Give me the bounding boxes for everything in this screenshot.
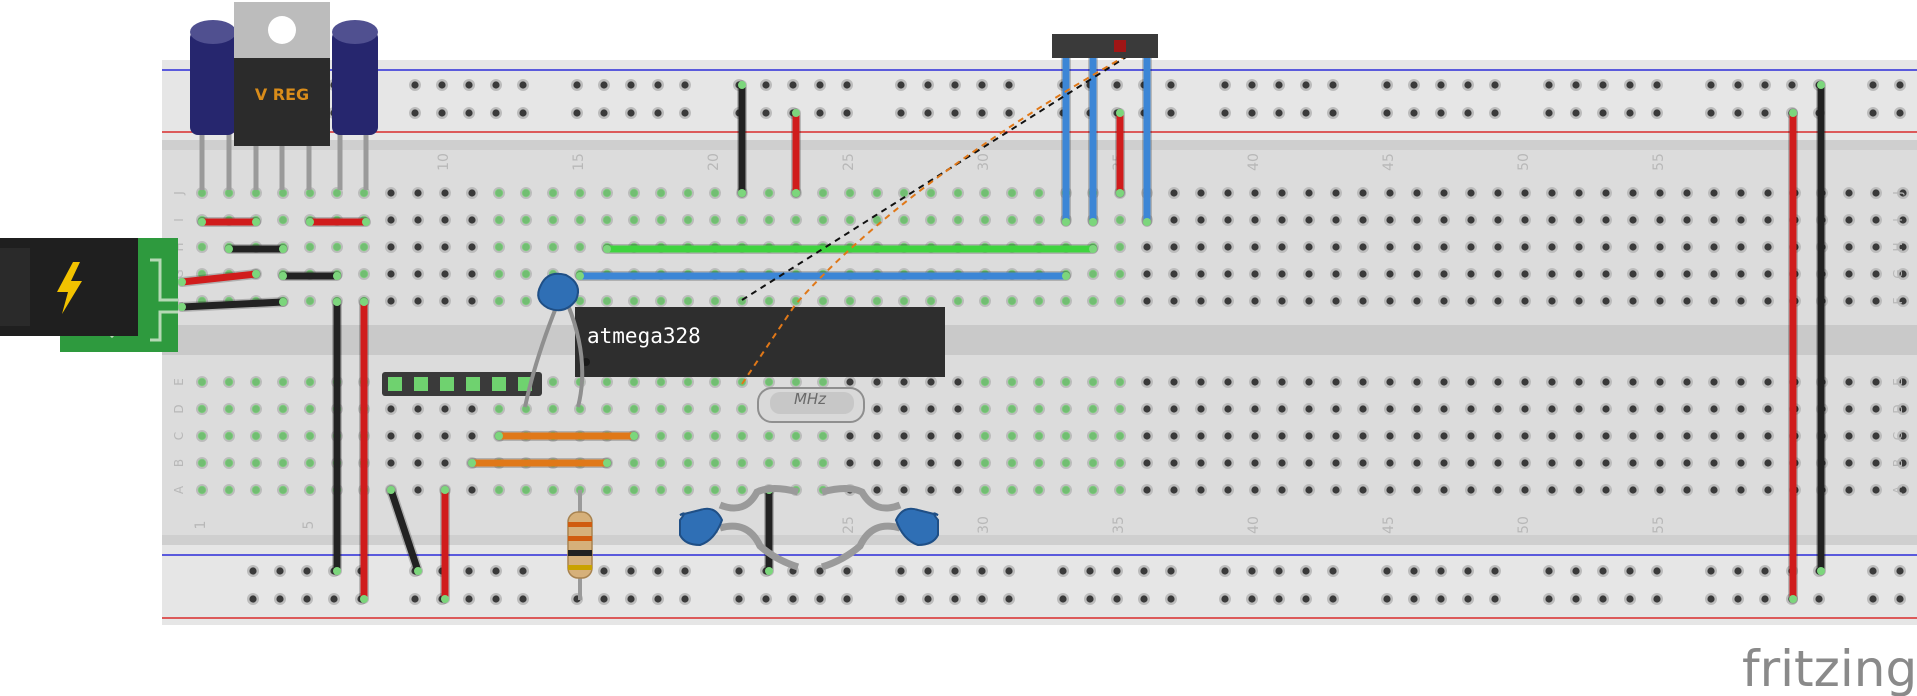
row-letter: A (172, 485, 186, 494)
wire-black (387, 486, 422, 575)
programming-header (1052, 34, 1158, 58)
row-letter: F (1891, 297, 1905, 304)
regulator-label: V REG (255, 85, 309, 104)
column-number: 20 (706, 153, 722, 171)
crystal-oscillator: MHz (757, 387, 865, 423)
breadboard (162, 60, 1917, 625)
ratsnest-lines (741, 44, 1146, 385)
crystal-label: MHz (794, 390, 827, 408)
chip-label: atmega328 (587, 324, 701, 348)
lightning-icon (57, 262, 82, 314)
row-letter: J (172, 191, 186, 196)
column-number: 30 (976, 516, 992, 534)
column-number: 25 (841, 516, 857, 534)
row-letter: B (1891, 459, 1905, 467)
column-number: 30 (976, 153, 992, 171)
ceramic-capacitor-top (523, 272, 585, 408)
column-number: 55 (1651, 153, 1667, 171)
row-letter: G (1891, 269, 1905, 278)
pin-header (382, 372, 542, 396)
column-number: 5 (301, 521, 317, 530)
ceramic-capacitor-left (679, 485, 800, 571)
column-number: 40 (1246, 153, 1262, 171)
column-number: 50 (1516, 516, 1532, 534)
jumper-wires (177, 40, 1826, 604)
wire-red (178, 270, 260, 286)
column-number: 1 (193, 521, 209, 530)
row-letter: I (172, 218, 186, 222)
column-number: 45 (1381, 153, 1397, 171)
row-letter: I (1891, 218, 1905, 222)
column-number: 55 (1651, 516, 1667, 534)
column-number: 40 (1246, 516, 1262, 534)
row-letter: F (172, 297, 186, 304)
column-number: 10 (436, 153, 452, 171)
dc-power-jack (0, 238, 178, 352)
resistor (567, 490, 593, 600)
column-number: 35 (1111, 516, 1127, 534)
row-letter: C (1891, 432, 1905, 440)
row-letter: E (1891, 378, 1905, 386)
column-number: 15 (571, 153, 587, 171)
column-number: 25 (841, 153, 857, 171)
voltage-regulator: V REG (190, 2, 378, 190)
row-letter: H (172, 242, 186, 251)
row-letter: A (1891, 485, 1905, 494)
row-letter: D (1891, 404, 1905, 413)
column-number: 50 (1516, 153, 1532, 171)
wire-black (178, 298, 287, 311)
ceramic-capacitor-right (820, 485, 939, 571)
row-letter: H (1891, 242, 1905, 251)
row-letter: D (172, 404, 186, 413)
column-number: 45 (1381, 516, 1397, 534)
row-letter: B (172, 459, 186, 467)
row-letter: C (172, 432, 186, 440)
row-letter: J (1891, 191, 1905, 196)
row-letter: E (172, 378, 186, 386)
fritzing-logo: fritzing (1742, 640, 1917, 696)
row-letter: G (172, 269, 186, 278)
atmega328-chip: atmega328 (575, 307, 945, 377)
